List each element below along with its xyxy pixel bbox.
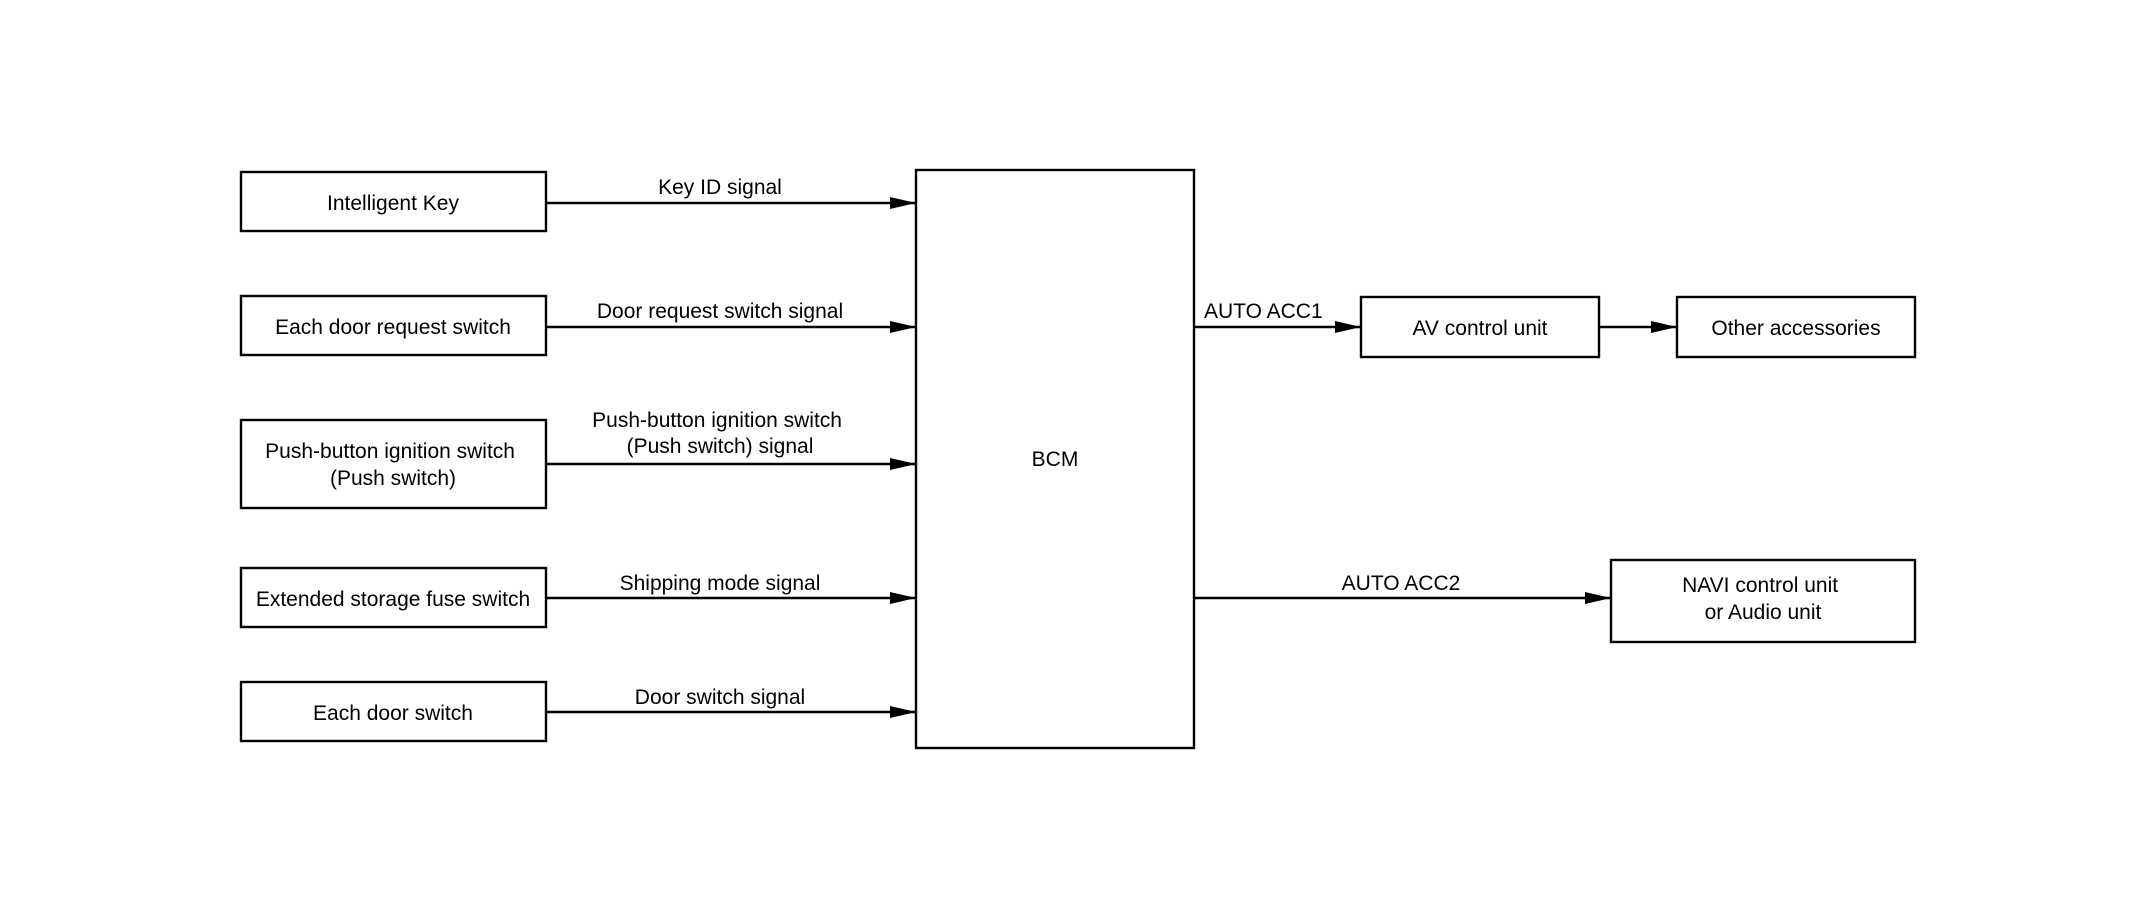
other-accessories-node: Other accessories [1675,295,1917,359]
svg-text:Push-button ignition switch: Push-button ignition switch (Push switch… [265,440,521,490]
av-control-unit-label: AV control unit [1412,317,1547,340]
door-request-switch-label: Each door request switch [275,316,511,339]
door-switch-label: Each door switch [313,702,473,725]
navi-control-unit-node: NAVI control unit or Audio unit [1609,558,1917,644]
auto-acc2-label: AUTO ACC2 [1342,572,1461,595]
door-switch-signal-label: Door switch signal [635,686,805,709]
door-request-switch-signal-connection: Door request switch signal [546,300,916,333]
push-button-ignition-switch-label-line2: (Push switch) [330,467,456,490]
intelligent-key-label: Intelligent Key [327,192,459,215]
svg-text:NAVI control unit or Aud: NAVI control unit or Audio unit [1682,574,1844,624]
svg-text:Extended storage fuse switch: Extended storage fuse switch [256,588,530,611]
push-button-ignition-switch-label-line1: Push-button ignition switch [265,440,515,463]
key-id-signal-label: Key ID signal [658,176,782,199]
svg-text:Other accessories: Other accessories [1711,317,1880,340]
navi-control-unit-label-line2: or Audio unit [1705,601,1822,624]
door-request-switch-node: Each door request switch [239,294,548,357]
svg-text:Each door switch: Each door switch [313,702,473,725]
svg-text:Push-button ignition switch: Push-button ignition switch (Push switch… [592,409,848,458]
extended-storage-fuse-switch-node: Extended storage fuse switch [239,566,548,629]
auto-acc2-connection: AUTO ACC2 [1194,572,1611,604]
svg-text:BCM: BCM [1032,448,1079,471]
door-request-switch-signal-label: Door request switch signal [597,300,843,323]
auto-acc1-connection: AUTO ACC1 [1194,300,1361,333]
svg-text:Intelligent Key: Intelligent Key [327,192,459,215]
door-switch-node: Each door switch [239,680,548,743]
svg-text:Door switch signal: Door switch signal [635,686,805,709]
extended-storage-fuse-switch-label: Extended storage fuse switch [256,588,530,611]
svg-text:AUTO ACC2: AUTO ACC2 [1342,572,1461,595]
push-switch-signal-label-line2: (Push switch) signal [627,435,814,458]
door-switch-signal-connection: Door switch signal [546,686,916,718]
intelligent-key-node: Intelligent Key [239,170,548,233]
svg-text:Shipping mode signal: Shipping mode signal [620,572,821,595]
key-id-signal-connection: Key ID signal [546,176,916,209]
svg-text:Key ID signal: Key ID signal [658,176,782,199]
bcm-label: BCM [1032,448,1079,471]
svg-text:Each door request switch: Each door request switch [275,316,511,339]
auto-acc1-label: AUTO ACC1 [1204,300,1323,323]
av-control-unit-node: AV control unit [1359,295,1601,359]
svg-text:AV control unit: AV control unit [1412,317,1547,340]
push-switch-signal-label-line1: Push-button ignition switch [592,409,842,432]
push-switch-signal-connection: Push-button ignition switch (Push switch… [546,409,916,470]
svg-text:AUTO ACC1: AUTO ACC1 [1204,300,1323,323]
navi-control-unit-label-line1: NAVI control unit [1682,574,1838,597]
svg-text:Door request switch signal: Door request switch signal [597,300,843,323]
shipping-mode-signal-label: Shipping mode signal [620,572,821,595]
push-button-ignition-switch-node: Push-button ignition switch (Push switch… [239,418,548,510]
bcm-node: BCM [914,168,1196,750]
shipping-mode-signal-connection: Shipping mode signal [546,572,916,604]
other-accessories-label: Other accessories [1711,317,1880,340]
